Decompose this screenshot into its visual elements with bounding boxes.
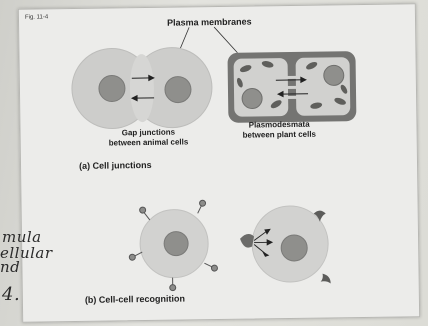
cell-recognition (129, 198, 331, 291)
plant-cells-plasmodesmata (227, 51, 356, 123)
handwriting-line-4: 4. (2, 284, 20, 305)
plasmodesmata-line-2: between plant cells (243, 130, 316, 141)
gap-junctions-line-2: between animal cells (109, 137, 189, 148)
handwriting-line-3: nd (0, 258, 20, 276)
plasmodesmata-label: Plasmodesmata between plant cells (242, 120, 316, 141)
panel-b-caption: (b) Cell-cell recognition (85, 293, 185, 304)
plant-nucleus-left (242, 88, 262, 108)
recognition-nucleus-left (164, 231, 188, 255)
handwritten-notes: mula ellular nd 4. (0, 228, 90, 318)
plasma-membranes-label: Plasma membranes (167, 17, 252, 28)
animal-nucleus-left (99, 75, 125, 101)
recognition-nucleus-right (281, 235, 307, 261)
plant-nucleus-right (324, 65, 344, 85)
animal-nucleus-right (165, 76, 191, 102)
panel-a-caption: (a) Cell junctions (79, 160, 152, 171)
animal-cells-gap-junction (71, 47, 212, 129)
plant-cell-left (234, 58, 289, 117)
gap-junctions-label: Gap junctions between animal cells (109, 127, 189, 148)
